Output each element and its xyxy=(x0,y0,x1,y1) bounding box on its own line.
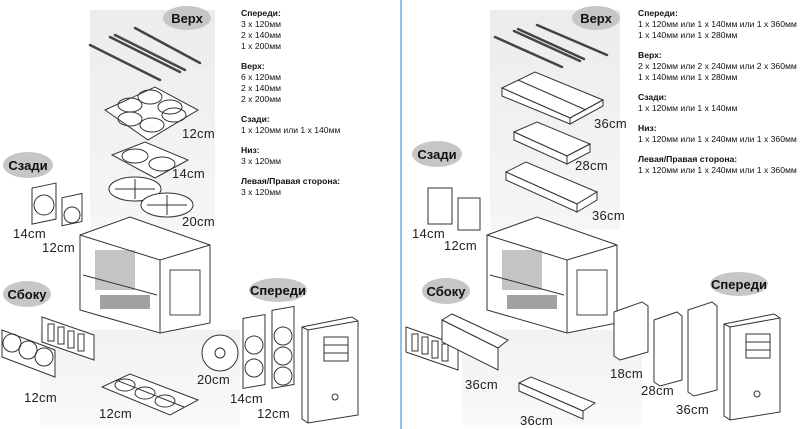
spec-heading: Левая/Правая сторона: xyxy=(241,176,341,186)
top-rails-illustration xyxy=(493,23,609,69)
spec-heading: Сзади: xyxy=(241,114,270,124)
size-rear-14: 14cm xyxy=(412,226,445,241)
front-panel-illustration xyxy=(301,316,359,424)
size-front-28: 28cm xyxy=(641,383,674,398)
side-bracket-illustration xyxy=(41,316,95,361)
front-radiators-illustration xyxy=(613,301,718,397)
size-top-36a: 36cm xyxy=(594,116,627,131)
side-radiator-36cm-illustration xyxy=(440,313,509,371)
label-top: Верх xyxy=(572,6,620,30)
spec-line: 1 x 120мм или 1 x 140мм или 1 x 360мм xyxy=(638,19,797,29)
size-bottom-12: 12cm xyxy=(99,406,132,421)
spec-heading: Спереди: xyxy=(241,8,281,18)
size-front-12: 12cm xyxy=(257,406,290,421)
bottom-fans-illustration xyxy=(100,373,200,416)
spec-heading: Верх: xyxy=(638,50,662,60)
size-side-12: 12cm xyxy=(24,390,57,405)
spec-line: 3 x 120мм xyxy=(241,19,282,29)
rear-radiators-illustration xyxy=(427,187,481,231)
spec-line: 1 x 140мм или 1 x 280мм xyxy=(638,72,738,82)
spec-line: 2 x 200мм xyxy=(241,94,282,104)
spec-heading: Низ: xyxy=(638,123,657,133)
size-rear-12: 12cm xyxy=(42,240,75,255)
size-rear-14: 14cm xyxy=(13,226,46,241)
side-bracket-illustration xyxy=(405,326,459,371)
pc-case-illustration xyxy=(79,216,211,334)
size-top-20: 20cm xyxy=(182,214,215,229)
spec-heading: Спереди: xyxy=(638,8,678,18)
spec-line: 3 x 120мм xyxy=(241,156,282,166)
size-front-36: 36cm xyxy=(676,402,709,417)
spec-heading: Левая/Правая сторона: xyxy=(638,154,738,164)
size-top-36b: 36cm xyxy=(592,208,625,223)
top-radiator-36cm-illustration xyxy=(504,161,599,213)
air-cooling-specs: Спереди: 3 x 120мм 2 x 140мм 1 x 200мм В… xyxy=(241,8,340,198)
spec-line: 1 x 120мм или 1 x 140мм xyxy=(241,125,341,135)
label-rear: Сзади xyxy=(3,152,53,178)
spec-line: 1 x 120мм или 1 x 240мм или 1 x 360мм xyxy=(638,134,797,144)
top-rails-illustration xyxy=(88,26,202,82)
spec-line: 6 x 120мм xyxy=(241,72,282,82)
spec-line: 1 x 140мм или 1 x 280мм xyxy=(638,30,738,40)
size-front-20: 20cm xyxy=(197,372,230,387)
side-fans-illustration xyxy=(1,329,56,378)
label-top: Верх xyxy=(163,6,211,30)
liquid-cooling-panel: Верх Сзади Сбоку Спереди 36cm 28cm 36cm … xyxy=(402,0,800,429)
top-fans-20cm-illustration xyxy=(108,176,194,218)
spec-line: 1 x 120мм или 1 x 240мм или 1 x 360мм xyxy=(638,165,797,175)
size-side-36: 36cm xyxy=(465,377,498,392)
spec-heading: Низ: xyxy=(241,145,260,155)
size-top-28: 28cm xyxy=(575,158,608,173)
spec-line: 2 x 140мм xyxy=(241,30,282,40)
spec-line: 2 x 140мм xyxy=(241,83,282,93)
label-side: Сбоку xyxy=(3,281,51,307)
size-top-14: 14cm xyxy=(172,166,205,181)
pc-case-illustration xyxy=(486,216,618,334)
size-front-14: 14cm xyxy=(230,391,263,406)
size-top-12: 12cm xyxy=(182,126,215,141)
size-rear-12: 12cm xyxy=(444,238,477,253)
rear-fans-illustration xyxy=(31,182,83,227)
size-bottom-36: 36cm xyxy=(520,413,553,428)
air-cooling-panel: Верх Сзади Сбоку Спереди 12cm 14cm 20cm … xyxy=(1,6,359,425)
spec-heading: Верх: xyxy=(241,61,265,71)
spec-line: 1 x 120мм или 1 x 140мм xyxy=(638,103,738,113)
spec-heading: Сзади: xyxy=(638,92,667,102)
spec-line: 2 x 120мм или 2 x 240мм или 2 x 360мм xyxy=(638,61,797,71)
liquid-cooling-specs: Спереди: 1 x 120мм или 1 x 140мм или 1 x… xyxy=(638,8,797,176)
panel-divider xyxy=(400,0,402,429)
label-side: Сбоку xyxy=(422,278,470,304)
top-radiator-dual-36cm-illustration xyxy=(500,71,605,125)
label-front: Спереди xyxy=(710,272,768,296)
size-front-18: 18cm xyxy=(610,366,643,381)
spec-line: 1 x 200мм xyxy=(241,41,282,51)
top-fans-14cm-illustration xyxy=(110,141,190,179)
front-panel-illustration xyxy=(723,313,781,421)
spec-line: 3 x 120мм xyxy=(241,187,282,197)
top-fans-12cm-illustration xyxy=(103,86,200,141)
label-rear: Сзади xyxy=(412,141,462,167)
label-front: Спереди xyxy=(249,278,307,302)
front-fans-illustration xyxy=(201,305,295,390)
top-radiator-28cm-illustration xyxy=(512,121,592,165)
bottom-radiator-36cm-illustration xyxy=(517,376,597,420)
